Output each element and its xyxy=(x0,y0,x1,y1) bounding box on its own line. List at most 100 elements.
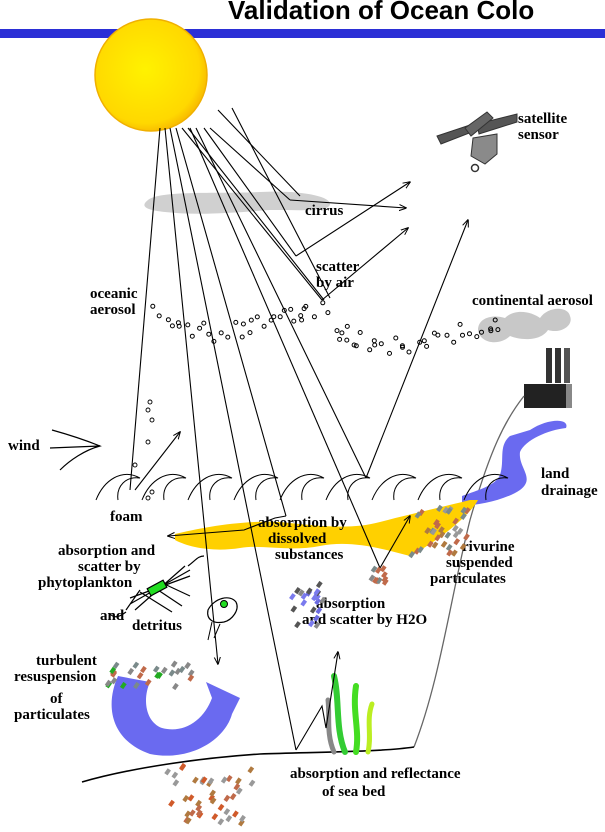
aerosol-particle xyxy=(234,320,238,324)
particle xyxy=(168,800,175,807)
particle xyxy=(223,808,230,815)
aerosol-particle xyxy=(468,332,472,336)
particle xyxy=(239,815,246,822)
aerosol-particle xyxy=(461,333,465,337)
particle xyxy=(232,810,239,817)
turbulent-label: turbulent resuspension of particulates xyxy=(14,653,101,723)
aerosol-particle xyxy=(340,331,344,335)
aerosol-particle xyxy=(373,343,377,347)
wind-arrow-icon xyxy=(50,430,100,470)
aerosol-particle xyxy=(226,335,230,339)
oceanic-aerosol-label: oceanic aerosol xyxy=(90,286,141,318)
aerosol-particles xyxy=(151,301,500,356)
particle xyxy=(294,621,301,628)
aerosol-particle xyxy=(368,348,372,352)
particle xyxy=(182,795,189,802)
aerosol-particle xyxy=(425,344,429,348)
particle xyxy=(217,818,224,825)
particle xyxy=(218,804,225,811)
aerosol-particle xyxy=(240,335,244,339)
satellite-icon xyxy=(437,112,517,172)
particle xyxy=(169,669,176,676)
aerosol-particle xyxy=(249,318,253,322)
particle xyxy=(249,780,256,787)
aerosol-particle xyxy=(452,340,456,344)
aerosol-particle xyxy=(278,315,282,319)
aerosol-particle xyxy=(379,342,383,346)
particle xyxy=(140,666,147,673)
particle xyxy=(132,662,139,669)
aerosol-particle xyxy=(321,301,325,305)
title-banner xyxy=(0,29,605,38)
particle xyxy=(230,793,237,800)
aerosol-particle xyxy=(289,307,293,311)
continental-aerosol-cloud xyxy=(478,309,571,343)
particle xyxy=(127,668,134,675)
particle xyxy=(235,777,242,784)
aerosol-particle xyxy=(422,339,426,343)
foam-label: foam xyxy=(110,509,143,525)
wave xyxy=(96,474,140,500)
aerosol-particle xyxy=(157,314,161,318)
particle xyxy=(171,661,178,668)
aerosol-particle xyxy=(312,315,316,319)
cirrus-label: cirrus xyxy=(305,203,343,219)
aerosol-particle xyxy=(151,304,155,308)
particle xyxy=(164,768,171,775)
seabed-label: absorption and reflectance of sea bed xyxy=(290,766,464,800)
wave xyxy=(280,474,324,500)
particle xyxy=(153,666,160,673)
particle xyxy=(189,809,196,816)
particle xyxy=(187,675,194,682)
particle xyxy=(209,790,216,797)
seaweed-icon xyxy=(328,676,372,752)
aerosol-particle xyxy=(219,331,223,335)
aerosol-particle xyxy=(292,319,296,323)
continental-aerosol-label: continental aerosol xyxy=(472,293,593,309)
particle xyxy=(161,667,168,674)
aerosol-particle xyxy=(300,318,304,322)
aerosol-particle xyxy=(338,337,342,341)
particle xyxy=(192,777,199,784)
particle xyxy=(290,605,297,612)
particle xyxy=(300,599,307,606)
particle xyxy=(171,772,178,779)
aerosol-particle xyxy=(436,333,440,337)
particle xyxy=(221,776,228,783)
aerosol-particle xyxy=(345,338,349,342)
aerosol-particle xyxy=(335,329,339,333)
aerosol-particle xyxy=(207,332,211,336)
satellite-label: satellite sensor xyxy=(518,111,571,143)
detritus-label: detritus xyxy=(132,618,182,634)
aerosol-particle xyxy=(445,333,449,337)
sun-icon xyxy=(95,19,207,131)
particle xyxy=(224,795,231,802)
wave xyxy=(188,474,232,500)
aerosol-particle xyxy=(407,350,411,354)
aerosol-particle xyxy=(345,324,349,328)
aerosol-particle xyxy=(241,322,245,326)
scatter-air-label: scatter by air xyxy=(316,259,363,291)
particle xyxy=(188,794,195,801)
particle xyxy=(211,813,218,820)
aerosol-particle xyxy=(458,322,462,326)
aerosol-particle xyxy=(166,318,170,322)
particle xyxy=(247,766,254,773)
aerosol-particle xyxy=(299,314,303,318)
particle xyxy=(137,672,144,679)
aerosol-particle xyxy=(255,315,259,319)
aerosol-particle xyxy=(475,335,479,339)
land-drainage-label: land drainage xyxy=(541,466,598,499)
factory-icon xyxy=(524,348,572,408)
aerosol-particle xyxy=(170,324,174,328)
aerosol-particle xyxy=(202,321,206,325)
aerosol-particle xyxy=(326,311,330,315)
aerosol-particle xyxy=(262,324,266,328)
sea-surface-waves xyxy=(96,474,508,500)
aerosol-particle xyxy=(394,336,398,340)
aerosol-particle xyxy=(248,331,252,335)
wave xyxy=(418,474,462,500)
wave xyxy=(372,474,416,500)
aerosol-particle xyxy=(372,339,376,343)
